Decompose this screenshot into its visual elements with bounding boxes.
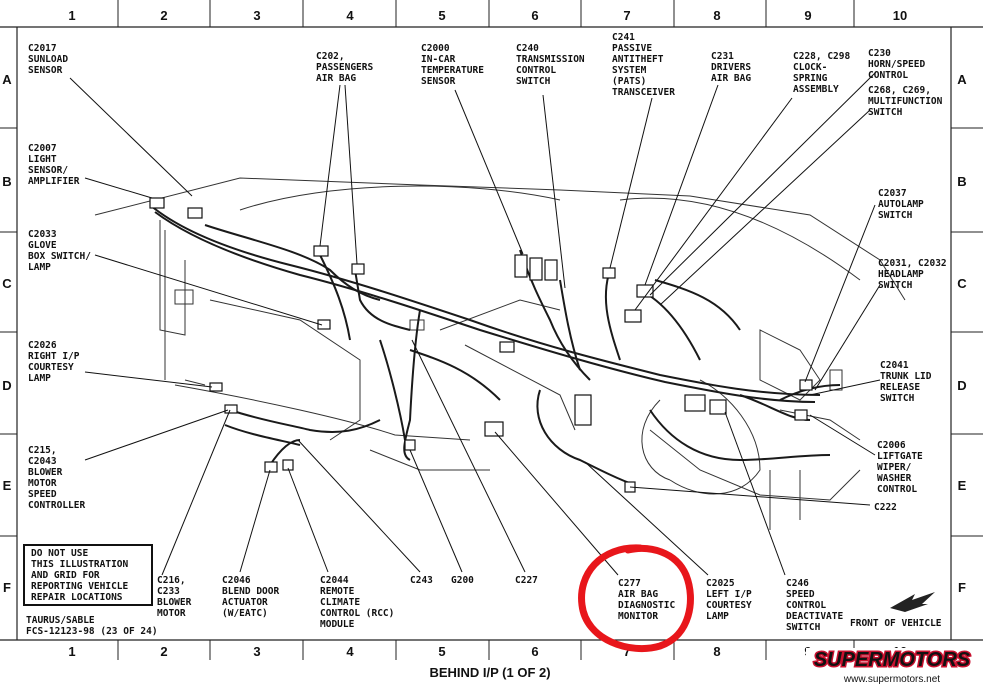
grid-row-right-d: D <box>957 378 966 393</box>
front-of-vehicle-indicator: FRONT OF VEHICLE <box>850 592 942 629</box>
grid-col-top-8: 8 <box>713 8 720 23</box>
wiring-harness <box>149 204 841 486</box>
grid-row-right-b: B <box>957 174 966 189</box>
diagram-caption: BEHIND I/P (1 OF 2) <box>429 665 550 680</box>
grid-col-top-3: 3 <box>253 8 260 23</box>
grid-labels: 1 2 3 4 5 6 7 8 9 10 1 2 3 4 5 6 7 8 9 1… <box>2 8 967 659</box>
front-arrow-icon <box>890 592 935 612</box>
highlight-circle <box>578 544 694 653</box>
grid-row-left-e: E <box>3 478 12 493</box>
grid-row-left-a: A <box>2 72 12 87</box>
grid-col-top-10: 10 <box>893 8 907 23</box>
figure-id: FCS-12123-98 (23 OF 24) <box>26 626 158 637</box>
grid-col-bottom-6: 6 <box>531 644 538 659</box>
grid-row-left-d: D <box>2 378 11 393</box>
grid-col-bottom-7: 7 <box>623 644 630 659</box>
grid-col-top-4: 4 <box>346 8 354 23</box>
grid-col-bottom-1: 1 <box>68 644 75 659</box>
grid-col-top-6: 6 <box>531 8 538 23</box>
grid-col-bottom-5: 5 <box>438 644 445 659</box>
grid-col-top-9: 9 <box>804 8 811 23</box>
grid-row-right-a: A <box>957 72 967 87</box>
leader-lines <box>69 71 881 576</box>
model-name: TAURUS/SABLE <box>26 615 95 626</box>
grid-col-top-5: 5 <box>438 8 445 23</box>
label-c222: C222 <box>874 502 897 513</box>
front-of-vehicle-label: FRONT OF VEHICLE <box>850 618 942 629</box>
watermark-brand: SUPERMOTORS <box>814 649 971 671</box>
grid-col-bottom-3: 3 <box>253 644 260 659</box>
watermark-url: www.supermotors.net <box>843 674 940 685</box>
grid-col-top-2: 2 <box>160 8 167 23</box>
grid-col-bottom-4: 4 <box>346 644 354 659</box>
grid-col-bottom-8: 8 <box>713 644 720 659</box>
grid-row-left-b: B <box>2 174 11 189</box>
grid-row-left-f: F <box>3 580 11 595</box>
grid-row-right-c: C <box>957 276 967 291</box>
grid-col-top-1: 1 <box>68 8 75 23</box>
grid-row-left-c: C <box>2 276 12 291</box>
grid-row-right-f: F <box>958 580 966 595</box>
supermotors-watermark: SUPERMOTORS www.supermotors.net <box>806 648 978 685</box>
label-c243: C243 <box>410 575 433 586</box>
grid-col-top-7: 7 <box>623 8 630 23</box>
label-g200: G200 <box>451 575 474 586</box>
grid-row-right-e: E <box>958 478 967 493</box>
grid-col-bottom-2: 2 <box>160 644 167 659</box>
label-c227: C227 <box>515 575 538 586</box>
